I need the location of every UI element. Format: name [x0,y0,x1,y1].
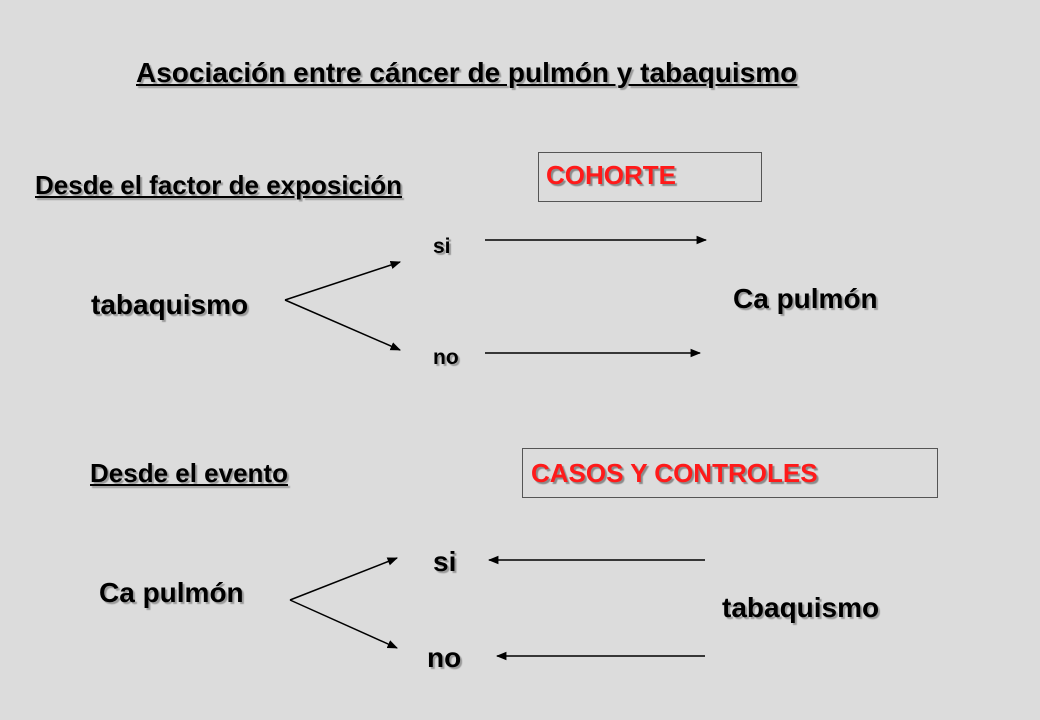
cohort-design-label: COHORTE [546,160,676,190]
cohort-design-box [538,152,762,202]
cohort-heading: Desde el factor de exposición [35,170,403,200]
cohort-outcome-label: Ca pulmón [733,283,878,314]
cohort-branch-yes-line [284,260,401,301]
cc-branch-yes-line [289,557,398,601]
cohort-branch-yes-label: si [433,235,451,258]
cc-branch-no-line [289,599,398,649]
cohort-branch-no-line [284,299,401,351]
cc-branch-yes-label: si [433,546,457,577]
cc-design-label: CASOS Y CONTROLES [531,458,818,488]
cohort-exposure-label: tabaquismo [91,289,249,320]
slide-title: Asociación entre cáncer de pulmón y taba… [136,57,798,88]
cc-exposure-label: tabaquismo [722,592,880,623]
cc-heading: Desde el evento [90,458,288,488]
cc-branch-no-label: no [427,642,462,673]
cohort-branch-no-label: no [433,346,459,369]
cc-event-label: Ca pulmón [99,577,244,608]
cc-design-box [522,448,938,498]
